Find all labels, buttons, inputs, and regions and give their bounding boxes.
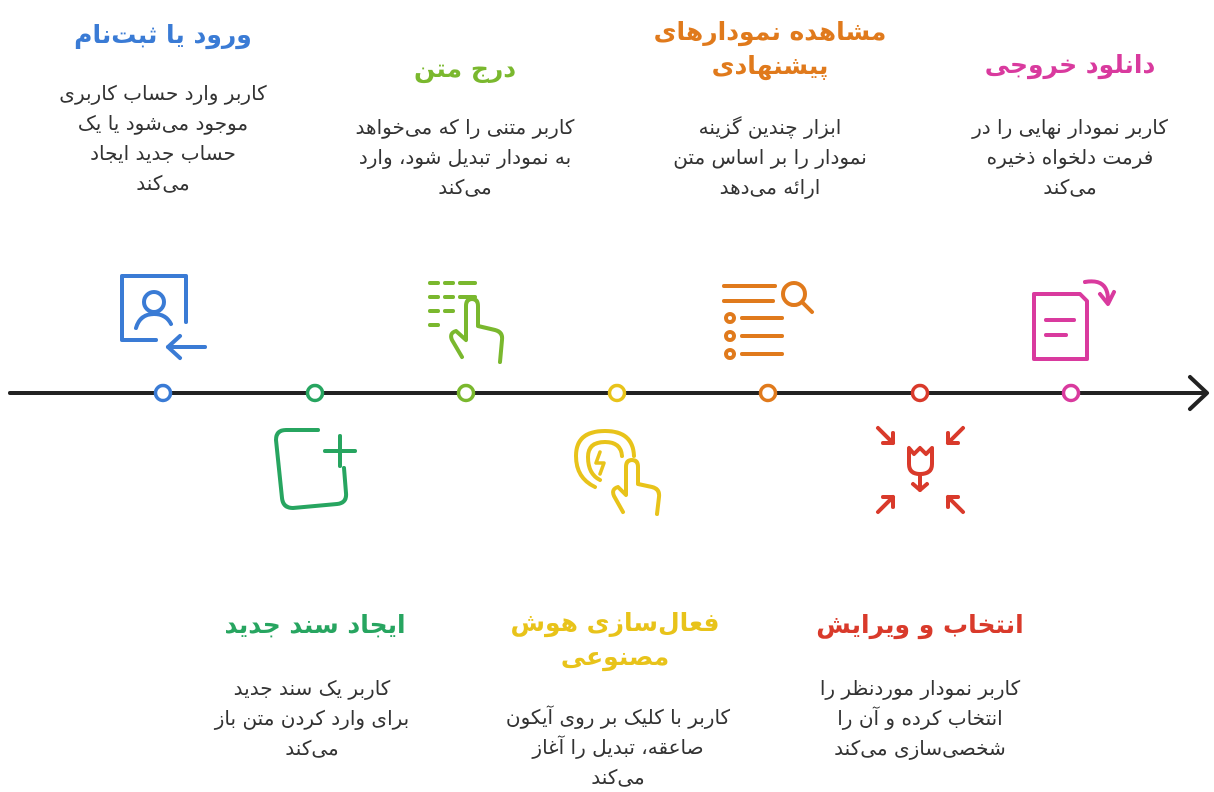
step-description: کاربر نمودار نهایی را در فرمت دلخواه ذخی…	[972, 115, 1168, 199]
text-input-icon	[428, 281, 505, 364]
step-title: مشاهده نمودارهای پیشنهادی	[653, 17, 887, 80]
step-description: کاربر با کلیک بر روی آیکون صاعقه، تبدیل …	[505, 705, 731, 789]
timeline-arrowhead	[1188, 375, 1209, 411]
timeline-marker	[1061, 383, 1081, 403]
select-edit-icon	[876, 426, 965, 514]
download-export-icon	[1032, 279, 1116, 361]
step-title: انتخاب و ویرایش	[816, 610, 1024, 639]
step-description: کاربر یک سند جدید برای وارد کردن متن باز…	[214, 676, 410, 760]
new-document-icon	[274, 428, 357, 510]
timeline-marker	[607, 383, 627, 403]
timeline-marker	[153, 383, 173, 403]
user-login-icon	[120, 274, 207, 360]
timeline-marker	[456, 383, 476, 403]
search-list-icon	[722, 281, 814, 360]
step-title: ایجاد سند جدید	[224, 610, 406, 639]
step-description: کاربر وارد حساب کاربری موجود می‌شود یا ی…	[59, 81, 267, 195]
step-title: درج متن	[413, 54, 517, 83]
step-title: فعال‌سازی هوش مصنوعی	[510, 608, 720, 671]
ai-activate-icon	[574, 429, 662, 516]
step-description: کاربر متنی را که می‌خواهد به نمودار تبدی…	[355, 115, 575, 199]
timeline-marker	[305, 383, 325, 403]
step-description: ابزار چندین گزینه نمودار را بر اساس متن …	[673, 115, 867, 199]
step-title: ورود یا ثبت‌نام	[74, 20, 252, 49]
timeline-marker	[758, 383, 778, 403]
step-title: دانلود خروجی	[984, 50, 1156, 79]
step-description: کاربر نمودار موردنظر را انتخاب کرده و آن…	[819, 676, 1021, 760]
timeline-marker	[910, 383, 930, 403]
